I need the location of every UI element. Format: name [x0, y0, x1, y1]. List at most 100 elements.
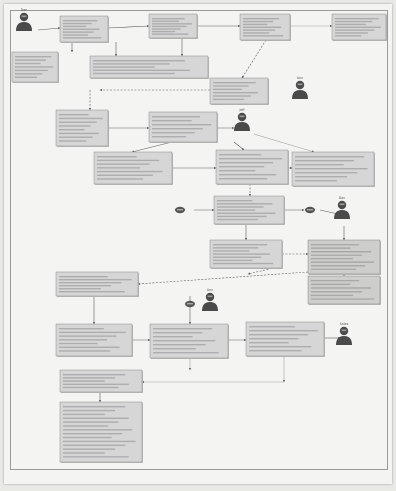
process-box: [331, 13, 387, 41]
box-text-line: [59, 335, 117, 337]
box-text-line: [153, 332, 203, 334]
box-text-line: [153, 328, 213, 330]
person-icon: Dan: [16, 8, 32, 31]
box-text-line: [213, 82, 256, 84]
box-text-line: [59, 129, 85, 131]
box-text-line: [249, 330, 318, 332]
box-text-line: [213, 262, 274, 265]
box-text-line: [152, 23, 193, 25]
box-text-line: [311, 247, 351, 249]
box-text-line: [249, 326, 296, 328]
actor-label: Ann: [297, 76, 303, 80]
box-text-line: [311, 298, 375, 300]
box-text-line: [63, 425, 109, 427]
box-text-line: [311, 287, 372, 289]
box-text-line: [249, 346, 312, 348]
box-text-line: [59, 140, 87, 142]
box-text-line: [63, 433, 122, 435]
box-text-line: [219, 162, 274, 164]
box-text-line: [311, 265, 366, 267]
box-text-line: [93, 66, 155, 68]
box-text-line: [63, 374, 126, 376]
box-text-line: [152, 120, 192, 122]
box-text-line: [63, 20, 98, 22]
box-text-line: [59, 132, 99, 135]
diagram-frame: [10, 10, 388, 470]
box-text-line: [63, 436, 112, 439]
box-text-line: [63, 448, 116, 450]
box-text-line: [63, 409, 116, 412]
box-text-line: [217, 215, 267, 218]
box-text-line: [213, 92, 258, 94]
box-text-line: [213, 250, 250, 252]
box-text-line: [217, 218, 258, 221]
connector-arrow: [253, 133, 315, 153]
connector-arrow: [137, 271, 309, 286]
box-text-line: [219, 170, 256, 172]
device-icon: [175, 206, 185, 214]
box-text-line: [152, 128, 203, 130]
box-text-line: [152, 136, 187, 138]
box-text-line: [59, 291, 125, 293]
box-text-line: [152, 28, 181, 30]
process-box: [55, 271, 139, 297]
box-text-line: [59, 114, 89, 116]
box-text-line: [295, 168, 368, 170]
box-text-line: [295, 172, 358, 174]
connector-arrow: [319, 209, 339, 215]
box-text-line: [335, 32, 368, 34]
box-text-line: [153, 348, 196, 350]
box-text-line: [15, 76, 37, 78]
box-text-line: [59, 342, 98, 345]
box-text-line: [15, 66, 54, 68]
box-text-line: [15, 56, 52, 58]
process-box: [291, 151, 375, 187]
person-icon: Ann: [202, 288, 218, 311]
box-text-line: [311, 294, 354, 297]
box-text-line: [63, 429, 133, 431]
box-text-line: [249, 338, 299, 340]
box-text-line: [152, 20, 179, 22]
box-text-line: [63, 377, 116, 379]
box-text-line: [217, 212, 276, 214]
box-text-line: [15, 59, 46, 61]
box-text-line: [213, 259, 253, 262]
process-box: [245, 321, 325, 357]
box-text-line: [63, 406, 126, 408]
box-text-line: [295, 156, 365, 158]
connector-lines: [37, 24, 346, 403]
connector-arrow: [37, 26, 61, 31]
box-text-line: [63, 34, 88, 36]
box-text-line: [93, 69, 190, 71]
actor-label: Dan: [339, 196, 345, 200]
box-text-line: [59, 276, 108, 278]
box-text-line: [93, 60, 185, 62]
process-box: [307, 275, 381, 305]
box-text-line: [63, 452, 105, 454]
box-text-line: [152, 124, 212, 126]
box-text-line: [97, 159, 160, 162]
box-text-line: [15, 62, 41, 65]
box-text-line: [59, 279, 132, 281]
box-text-line: [249, 350, 302, 352]
box-text-line: [217, 209, 256, 211]
box-text-line: [213, 98, 244, 101]
process-box: [209, 239, 283, 269]
box-text-line: [153, 336, 193, 338]
box-text-line: [249, 342, 289, 344]
box-text-line: [219, 174, 277, 176]
box-text-line: [63, 380, 105, 382]
box-text-line: [97, 163, 150, 165]
box-text-line: [219, 154, 262, 156]
box-text-line: [59, 125, 91, 127]
actor-label: Ann: [207, 288, 213, 292]
actor-label: Dan: [21, 8, 27, 12]
box-text-line: [152, 33, 189, 35]
box-text-line: [63, 386, 119, 389]
box-text-line: [213, 247, 259, 249]
box-text-line: [97, 156, 137, 158]
box-text-line: [15, 69, 48, 72]
box-text-line: [152, 116, 201, 118]
box-text-line: [152, 132, 195, 134]
